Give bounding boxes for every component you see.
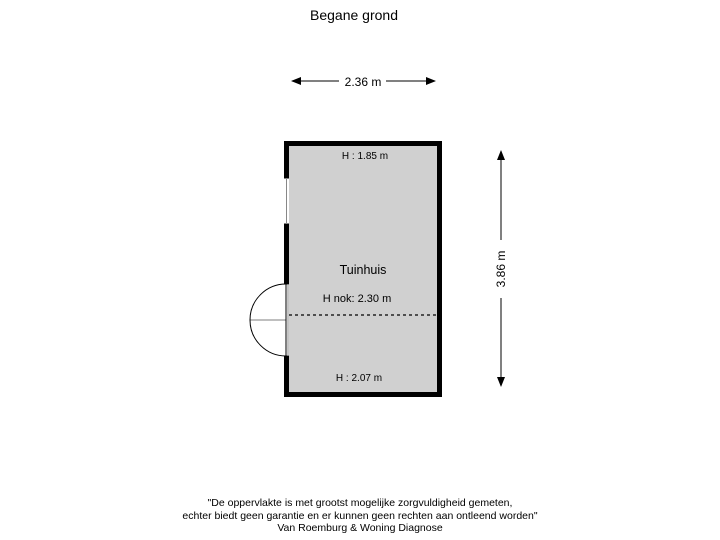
depth-dimension: 3.86 m (494, 150, 508, 387)
room-floor (289, 146, 437, 392)
height-label-top: H : 1.85 m (342, 151, 388, 162)
depth-dimension-label: 3.86 m (494, 251, 508, 288)
ridge-height-label: H nok: 2.30 m (323, 293, 391, 305)
window (284, 177, 289, 225)
room-tuinhuis: H : 1.85 m Tuinhuis H nok: 2.30 m H : 2.… (249, 141, 442, 397)
disclaimer-line-1: "De oppervlakte is met grootst mogelijke… (207, 497, 513, 509)
double-door (249, 283, 289, 357)
disclaimer-company: Van Roemburg & Woning Diagnose (277, 522, 443, 534)
door-swing-lower (249, 319, 287, 357)
door-swing-upper (249, 283, 287, 321)
width-dimension: 2.36 m (291, 75, 436, 89)
width-dimension-label: 2.36 m (345, 75, 382, 89)
floor-title: Begane grond (310, 7, 398, 23)
disclaimer: "De oppervlakte is met grootst mogelijke… (0, 497, 720, 535)
disclaimer-line-2: echter biedt geen garantie en er kunnen … (182, 509, 538, 522)
height-label-bottom: H : 2.07 m (336, 373, 382, 384)
room-name: Tuinhuis (340, 263, 387, 277)
